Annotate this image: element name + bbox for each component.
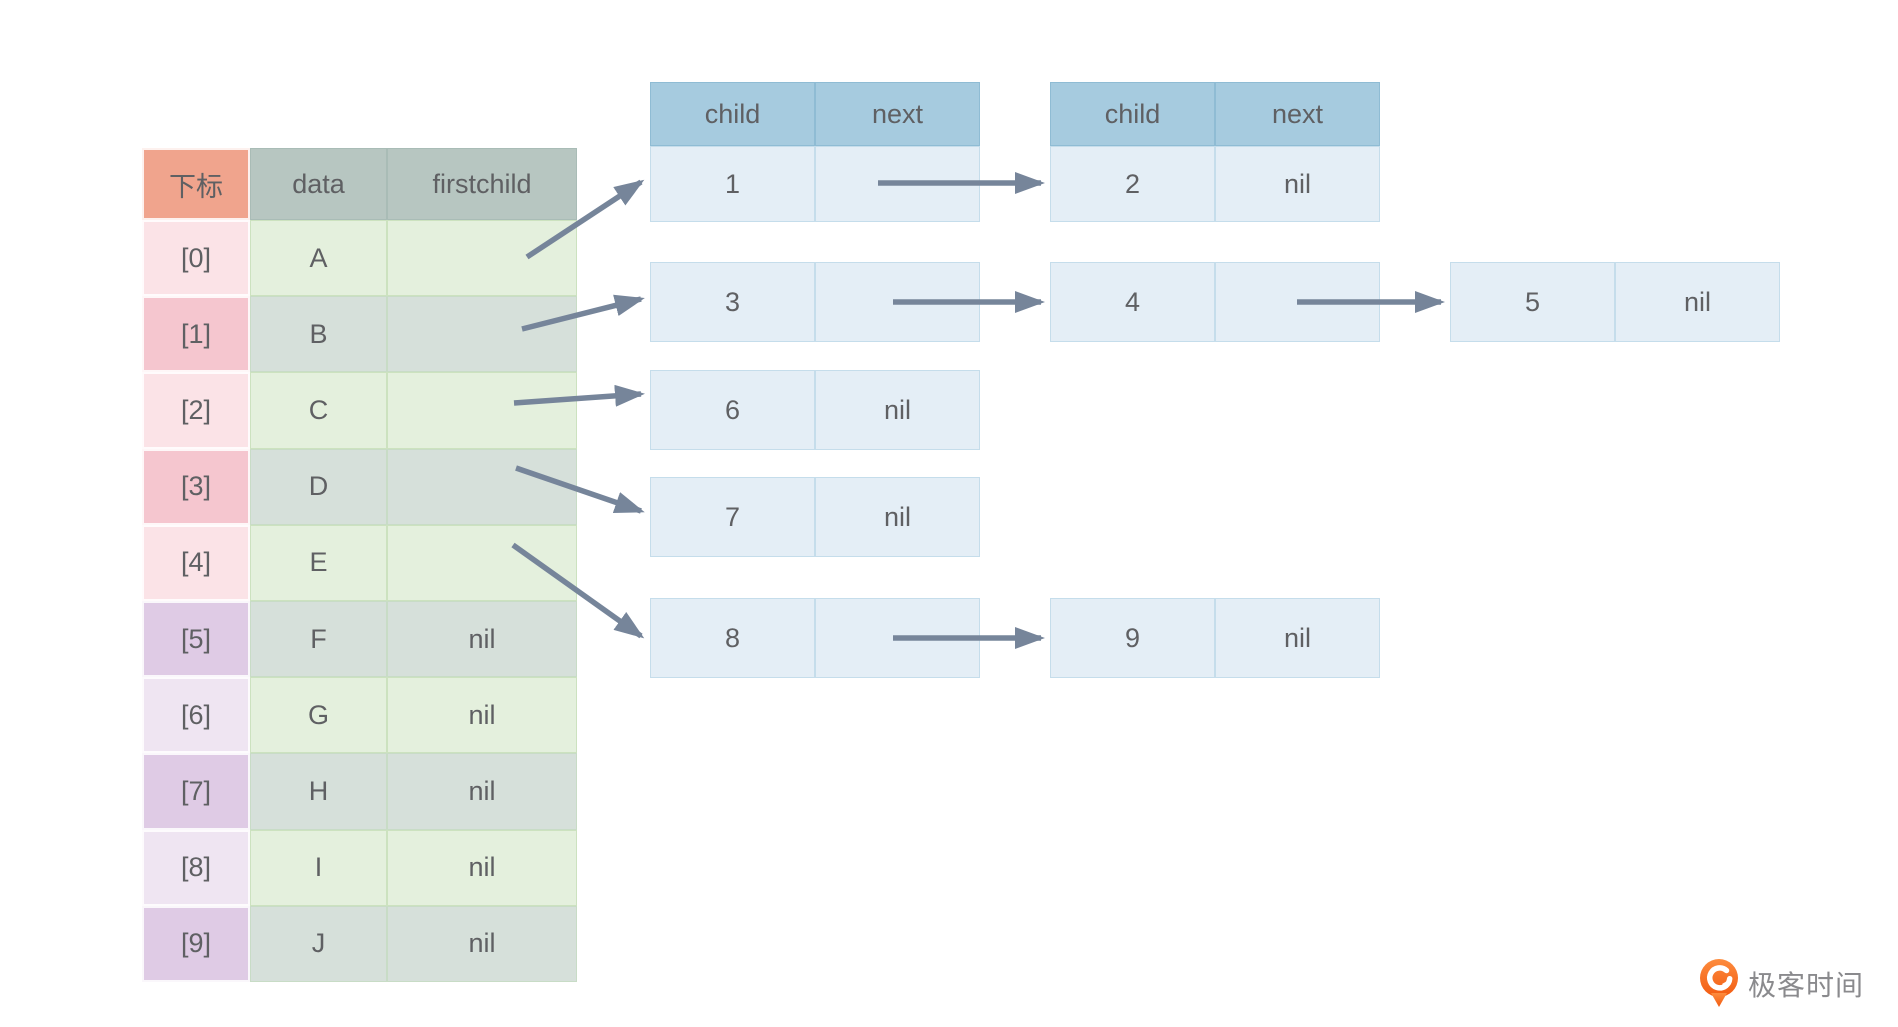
child-cell: 4 bbox=[1050, 262, 1215, 342]
child-cell: 8 bbox=[650, 598, 815, 678]
firstchild-cell: nil bbox=[387, 677, 577, 754]
list-b-node-2: 5 nil bbox=[1450, 262, 1780, 342]
array-header-data: data bbox=[250, 148, 387, 220]
child-cell: 5 bbox=[1450, 262, 1615, 342]
next-cell: nil bbox=[1615, 262, 1780, 342]
child-cell: 1 bbox=[650, 146, 815, 222]
index-cell: [3] bbox=[142, 448, 250, 525]
data-cell: I bbox=[250, 829, 387, 906]
list-b-node-0: 3 bbox=[650, 262, 980, 342]
firstchild-cell bbox=[387, 524, 577, 601]
data-cell: D bbox=[250, 448, 387, 525]
list-e-node-1: 9 nil bbox=[1050, 598, 1380, 678]
child-cell: 7 bbox=[650, 477, 815, 557]
next-cell bbox=[815, 598, 980, 678]
geektime-logo-icon bbox=[1700, 959, 1738, 1007]
index-cell: [5] bbox=[142, 600, 250, 678]
index-cell: [2] bbox=[142, 372, 250, 449]
list-b-node-1: 4 bbox=[1050, 262, 1380, 342]
child-header: child bbox=[650, 82, 815, 146]
array-header-index: 下标 bbox=[142, 148, 250, 220]
child-header: child bbox=[1050, 82, 1215, 146]
list-c-node-0: 6 nil bbox=[650, 370, 980, 450]
data-cell: H bbox=[250, 753, 387, 830]
child-cell: 3 bbox=[650, 262, 815, 342]
index-cell: [0] bbox=[142, 220, 250, 297]
firstchild-cell: nil bbox=[387, 905, 577, 982]
firstchild-cell: nil bbox=[387, 753, 577, 830]
next-cell: nil bbox=[1215, 146, 1380, 222]
next-cell: nil bbox=[815, 370, 980, 450]
data-cell: E bbox=[250, 524, 387, 601]
next-header: next bbox=[1215, 82, 1380, 146]
index-cell: [4] bbox=[142, 524, 250, 601]
next-cell bbox=[815, 146, 980, 222]
child-cell: 2 bbox=[1050, 146, 1215, 222]
data-cell: C bbox=[250, 372, 387, 449]
list-d-node-0: 7 nil bbox=[650, 477, 980, 557]
child-cell: 9 bbox=[1050, 598, 1215, 678]
firstchild-cell bbox=[387, 220, 577, 297]
index-cell: [8] bbox=[142, 829, 250, 906]
data-cell: J bbox=[250, 905, 387, 982]
child-cell: 6 bbox=[650, 370, 815, 450]
list-a-node-0: child next 1 bbox=[650, 82, 980, 222]
list-e-node-0: 8 bbox=[650, 598, 980, 678]
next-cell bbox=[1215, 262, 1380, 342]
data-cell: F bbox=[250, 600, 387, 678]
next-cell: nil bbox=[815, 477, 980, 557]
next-header: next bbox=[815, 82, 980, 146]
array-header-firstchild: firstchild bbox=[387, 148, 577, 220]
data-cell: A bbox=[250, 220, 387, 297]
geektime-logo-text: 极客时间 bbox=[1748, 970, 1865, 1001]
geektime-logo: 极客时间 bbox=[1698, 958, 1864, 1010]
firstchild-cell: nil bbox=[387, 829, 577, 906]
list-a-node-1: child next 2 nil bbox=[1050, 82, 1380, 222]
index-cell: [6] bbox=[142, 677, 250, 754]
firstchild-cell: nil bbox=[387, 600, 577, 678]
firstchild-cell bbox=[387, 296, 577, 373]
array-table: 下标 data firstchild [0] A [1] B [2] C [3]… bbox=[142, 148, 577, 982]
index-cell: [1] bbox=[142, 296, 250, 373]
firstchild-cell bbox=[387, 448, 577, 525]
firstchild-cell bbox=[387, 372, 577, 449]
index-cell: [9] bbox=[142, 905, 250, 982]
next-cell: nil bbox=[1215, 598, 1380, 678]
index-cell: [7] bbox=[142, 753, 250, 830]
next-cell bbox=[815, 262, 980, 342]
data-cell: B bbox=[250, 296, 387, 373]
data-cell: G bbox=[250, 677, 387, 754]
